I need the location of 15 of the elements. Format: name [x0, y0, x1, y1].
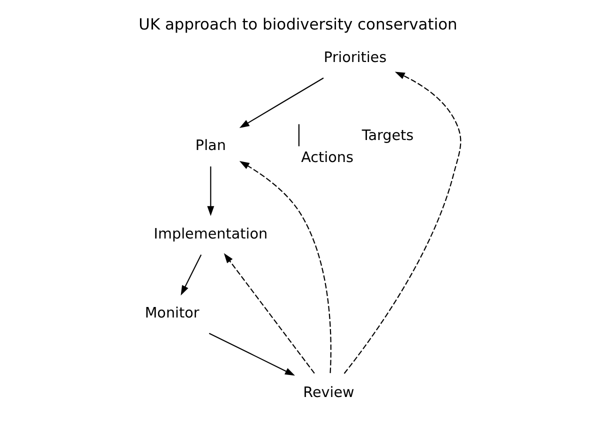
arrow — [238, 161, 331, 374]
arrow — [206, 166, 214, 216]
diagram-title: UK approach to biodiversity conservation — [138, 16, 457, 34]
node-text: Plan — [194, 138, 226, 154]
arrow — [180, 254, 202, 296]
arrow — [223, 253, 314, 374]
node-label: Targets — [361, 128, 414, 144]
node-text: Implementation — [153, 226, 268, 242]
node-text: Priorities — [323, 50, 386, 66]
node-text: Review — [302, 385, 354, 402]
node-text: Monitor — [144, 306, 199, 322]
arrow — [238, 78, 324, 128]
arrow — [343, 72, 461, 374]
arrow — [208, 332, 294, 376]
node-label: Actions — [300, 150, 353, 166]
